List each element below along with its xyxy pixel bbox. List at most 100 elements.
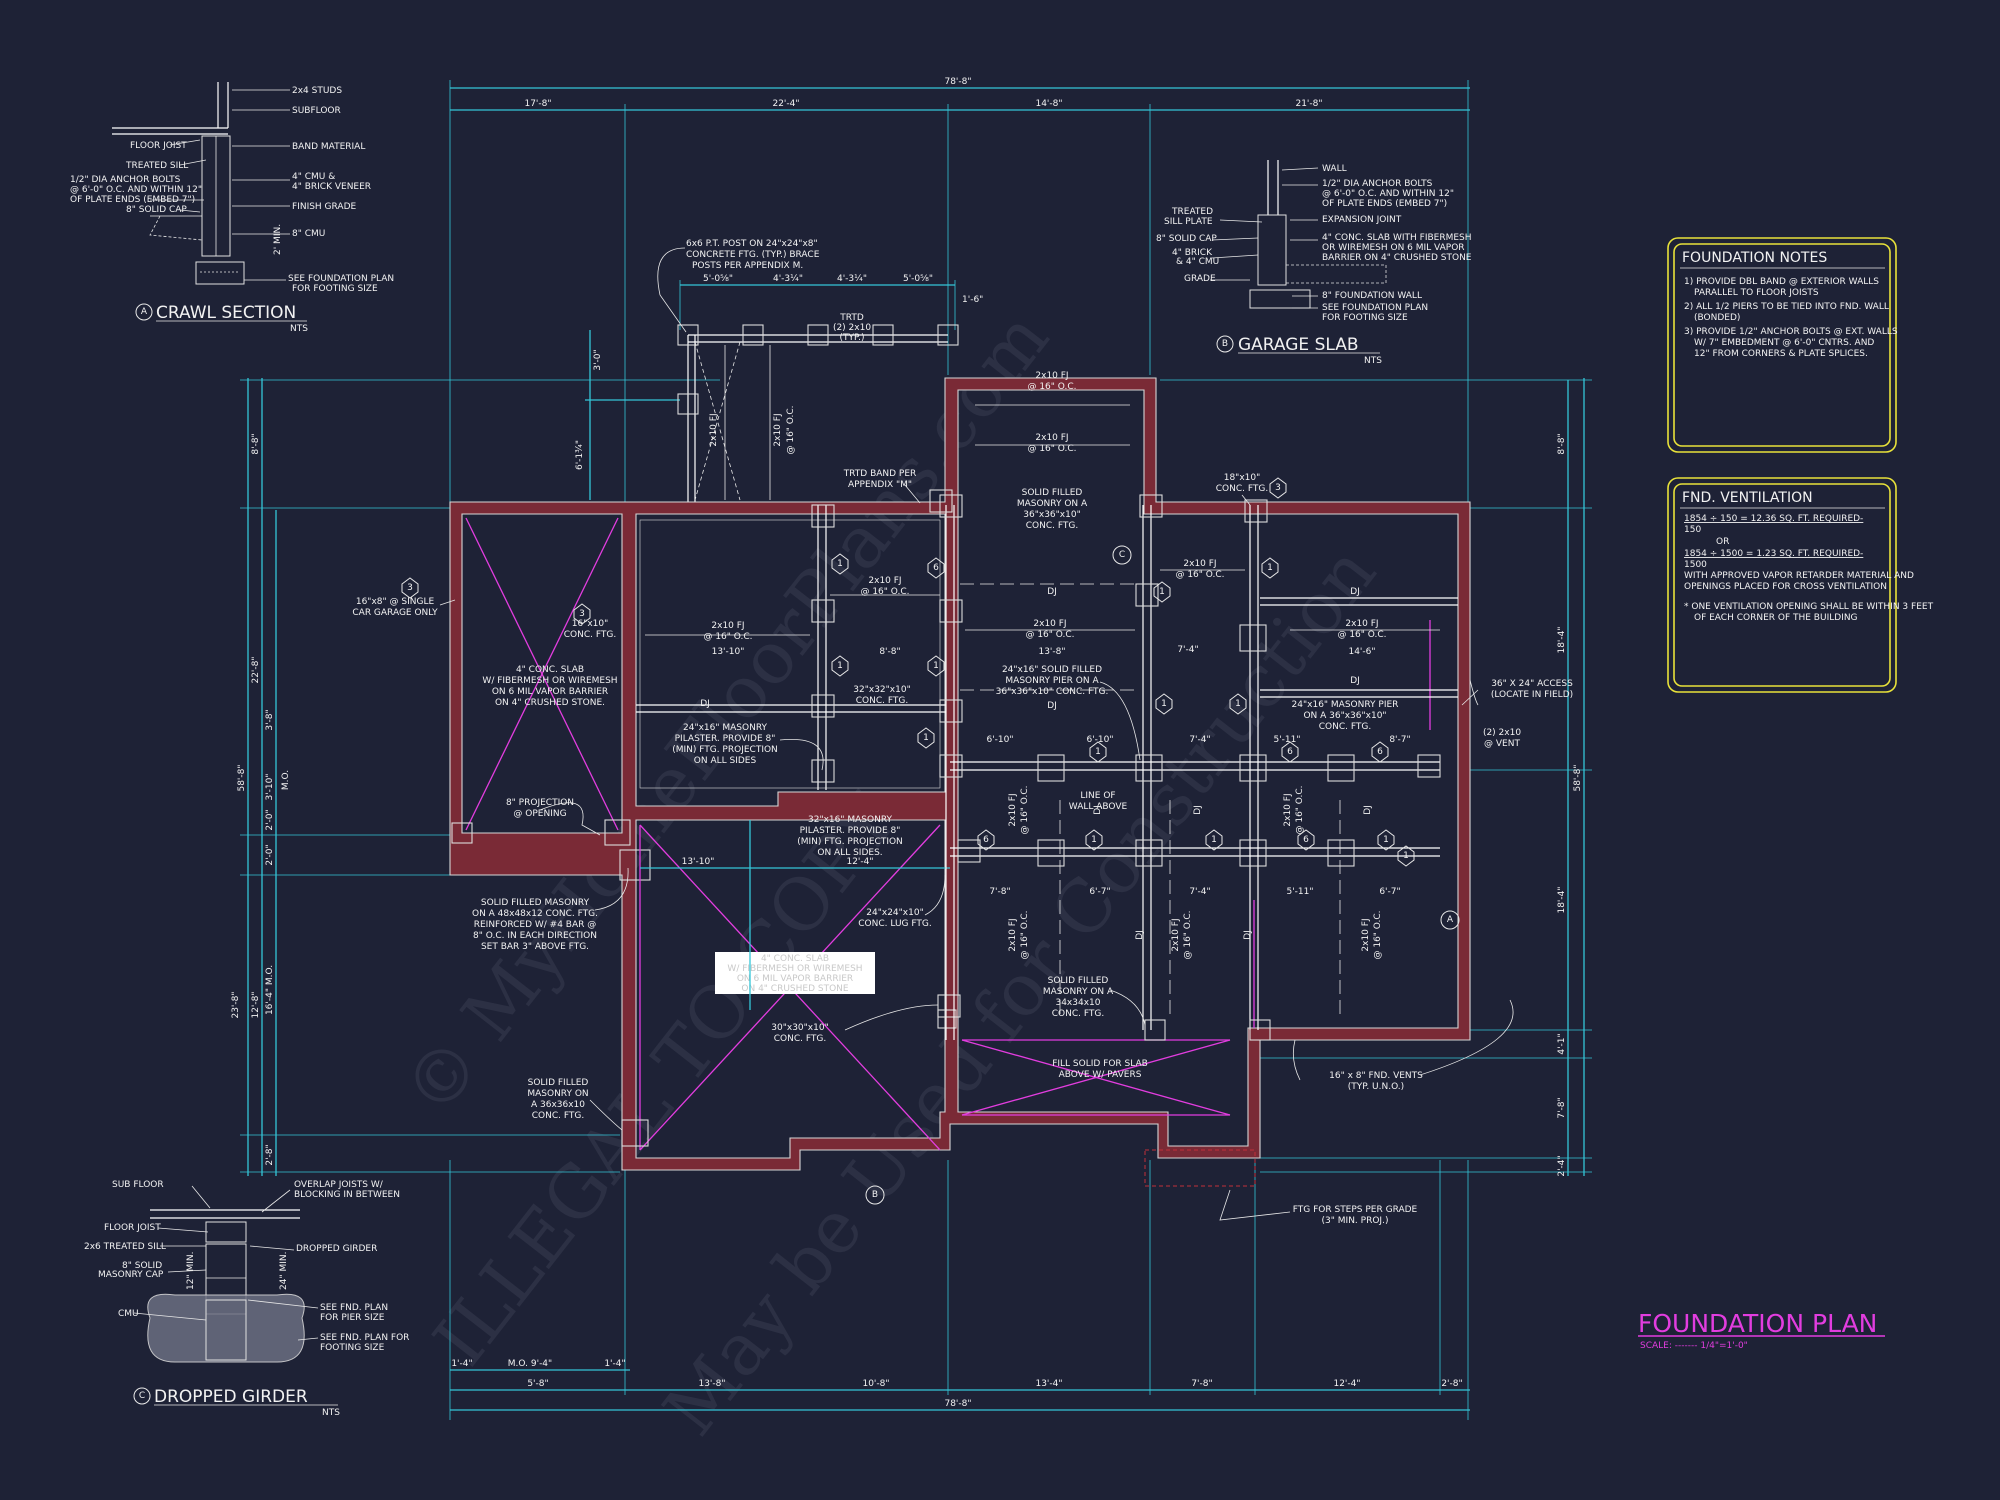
garage-label-17: FOR FOOTING SIZE: [1322, 313, 1408, 323]
tag-3-garage-2: 3: [573, 603, 591, 625]
note-lug-ftg-2: CONC. LUG FTG.: [858, 919, 931, 929]
garage-slab-scale: NTS: [1364, 356, 1382, 366]
foundation-walls: [449, 377, 1471, 1171]
dim-left-overall: 58'-8": [237, 764, 247, 791]
note-garage-slab-2: W/ FIBERMESH OR WIREMESH: [482, 676, 617, 686]
note-conc-ftg-18-1: 18"x10": [1224, 473, 1261, 483]
crawl-section-title: CRAWL SECTION: [156, 303, 296, 323]
svg-text:1: 1: [1095, 747, 1101, 757]
porch-dim-3: 4'-3¼": [837, 274, 867, 284]
svg-text:3: 3: [407, 583, 413, 593]
note-solid-pier-left-5: SET BAR 3" ABOVE FTG.: [481, 942, 589, 952]
span-4: 7'-4": [1177, 645, 1198, 655]
tag-1-a: 1: [831, 553, 849, 575]
crawl-label-1: 2x4 STUDS: [292, 86, 342, 96]
tag-6-e: 6: [1297, 829, 1315, 851]
girder-label-11: CMU: [118, 1309, 139, 1319]
girder-label-15: FOOTING SIZE: [320, 1343, 385, 1353]
svg-text:6: 6: [1287, 747, 1293, 757]
joist-labels: 2x10 FJ @ 16" O.C. 13'-10" 8'-8" 2x10 FJ…: [645, 371, 1440, 960]
note-conc-ftg-30-1: 30"x30"x10": [771, 1023, 828, 1033]
interior-framing: [636, 489, 1458, 1041]
dim-bottom-seg-2: 13'-8": [698, 1379, 725, 1389]
dim-porch-2: 12'-4": [846, 857, 873, 867]
dim-left-seg-5: 12'-8": [251, 991, 261, 1018]
note-pier-right-3: CONC. FTG.: [1319, 722, 1371, 732]
note-fnd-vents-2: (TYP. U.N.O.): [1348, 1082, 1404, 1092]
span-13: 7'-4": [1189, 887, 1210, 897]
dim-left-seg-3: 3'-10": [265, 773, 275, 800]
dim-left-seg-2: 22'-8": [251, 656, 261, 683]
garage-slab-area: 4" CONC. SLAB W/ FIBERMESH OR WIREMESH O…: [352, 517, 651, 881]
note-fill-slab-1: FILL SOLID FOR SLAB: [1052, 1059, 1148, 1069]
foundation-note-3: 2) ALL 1/2 PIERS TO BE TIED INTO FND. WA…: [1684, 302, 1889, 312]
foundation-note-2: PARALLEL TO FLOOR JOISTS: [1694, 288, 1819, 298]
foundation-note-5: 3) PROVIDE 1/2" ANCHOR BOLTS @ EXT. WALL…: [1684, 327, 1898, 337]
porch-dim-4: 5'-0⅝": [903, 274, 933, 284]
plan-notes: TRTD BAND PER APPENDIX "M" SOLID FILLED …: [472, 469, 1573, 1226]
svg-text:6: 6: [1377, 747, 1383, 757]
garage-label-9: 4" CONC. SLAB WITH FIBERMESH: [1322, 233, 1472, 243]
dim-bottom-seg-7: 2'-8": [1441, 1379, 1462, 1389]
crawl-label-10: OF PLATE ENDS (EMBED 7"): [70, 195, 195, 205]
rear-porch: 5'-0⅝" 4'-3¼" 4'-3¼" 5'-0⅝" 1'-6" 3'-0" …: [575, 239, 983, 505]
dim-right-seg-5: 7'-8": [1557, 1097, 1567, 1118]
note-conc-ftg-32-1: 32"x32"x10": [853, 685, 910, 695]
tag-1-m: 1: [1397, 845, 1415, 867]
girder-label-3: BLOCKING IN BETWEEN: [294, 1190, 400, 1200]
ventilation-line-8: * ONE VENTILATION OPENING SHALL BE WITHI…: [1684, 602, 1934, 612]
plan-title-block: FOUNDATION PLAN SCALE: ------- 1/4"=1'-0…: [1638, 1309, 1885, 1351]
note-solid-pier-top-4: CONC. FTG.: [1026, 521, 1078, 531]
dim-left-sec-5: 16'-4" M.O.: [265, 965, 275, 1015]
garage-label-2: 1/2" DIA ANCHOR BOLTS: [1322, 179, 1433, 189]
porch-dim-7: 6'-1¾": [575, 440, 585, 470]
top-dimension-string: 78'-8" 17'-8" 22'-4" 14'-8" 21'-8": [449, 77, 1470, 510]
girder-label-14: SEE FND. PLAN FOR: [320, 1333, 409, 1343]
span-9: 5'-11": [1273, 735, 1300, 745]
dim-top-seg-2: 22'-4": [772, 99, 799, 109]
note-fill-slab-2: ABOVE W/ PAVERS: [1059, 1070, 1142, 1080]
dj-v-3: DJ: [1363, 805, 1373, 815]
tag-1-k: 1: [1205, 829, 1223, 851]
fj-label-c1: 2x10 FJ: [1035, 433, 1068, 443]
left-dimension-string: 58'-8" 8'-8" 22'-8" 3'-10" 2'-0" 12'-8" …: [231, 378, 720, 1176]
girder-label-1: SUB FLOOR: [112, 1180, 164, 1190]
note-porch-post-3: POSTS PER APPENDIX M.: [692, 261, 803, 271]
svg-text:6: 6: [1303, 835, 1309, 845]
garage-slab-title: GARAGE SLAB: [1238, 335, 1359, 355]
note-trtd-1: TRTD: [839, 313, 864, 323]
note-porch-slab-1: 4" CONC. SLAB: [761, 954, 829, 964]
tag-c-plan: C: [1112, 545, 1132, 565]
svg-text:1: 1: [1161, 699, 1167, 709]
note-conc-ftg-18-2: CONC. FTG.: [1216, 484, 1268, 494]
porch-dim-6: 3'-0": [593, 349, 603, 370]
note-pilaster-2-1: 32"x16" MASONRY: [808, 815, 892, 825]
note-pilaster-1-1: 24"x16" MASONRY: [683, 723, 767, 733]
note-solid-pier-top-1: SOLID FILLED: [1022, 488, 1083, 498]
note-access-1: 36" X 24" ACCESS: [1491, 679, 1573, 689]
dim-left-sec-2: 3'-8": [265, 709, 275, 730]
tag-6-a: 6: [927, 557, 945, 579]
tag-1-l: 1: [1377, 829, 1395, 851]
note-garage-slab-4: ON 4" CRUSHED STONE.: [495, 698, 605, 708]
fj-label-d2: @ 16" O.C.: [1025, 630, 1074, 640]
note-solid-pier-left-4: 8" O.C. IN EACH DIRECTION: [473, 931, 597, 941]
crawl-label-16: FOR FOOTING SIZE: [292, 284, 378, 294]
dim-left-sec-1: M.O.: [281, 770, 291, 790]
svg-text:1: 1: [1211, 835, 1217, 845]
girder-label-13: FOR PIER SIZE: [320, 1313, 385, 1323]
note-projection-2: @ OPENING: [513, 809, 566, 819]
fnd-ventilation-title: FND. VENTILATION: [1682, 490, 1813, 506]
dj-v-4: DJ: [1135, 930, 1145, 940]
tag-1-b: 1: [831, 655, 849, 677]
note-conc-ftg-16-1: 16"x10": [572, 619, 609, 629]
dim-left-sec-3: 2'-0": [265, 809, 275, 830]
note-solid-pier-mid-2: MASONRY PIER ON A: [1005, 676, 1099, 686]
note-solid-pier-lower-4: CONC. FTG.: [1052, 1009, 1104, 1019]
tag-1-c: 1: [927, 655, 945, 677]
dim-right-seg-3: 18'-4": [1557, 886, 1567, 913]
garage-label-5: TREATED: [1171, 207, 1213, 217]
tag-1-j: 1: [1085, 829, 1103, 851]
svg-text:C: C: [1119, 550, 1125, 560]
